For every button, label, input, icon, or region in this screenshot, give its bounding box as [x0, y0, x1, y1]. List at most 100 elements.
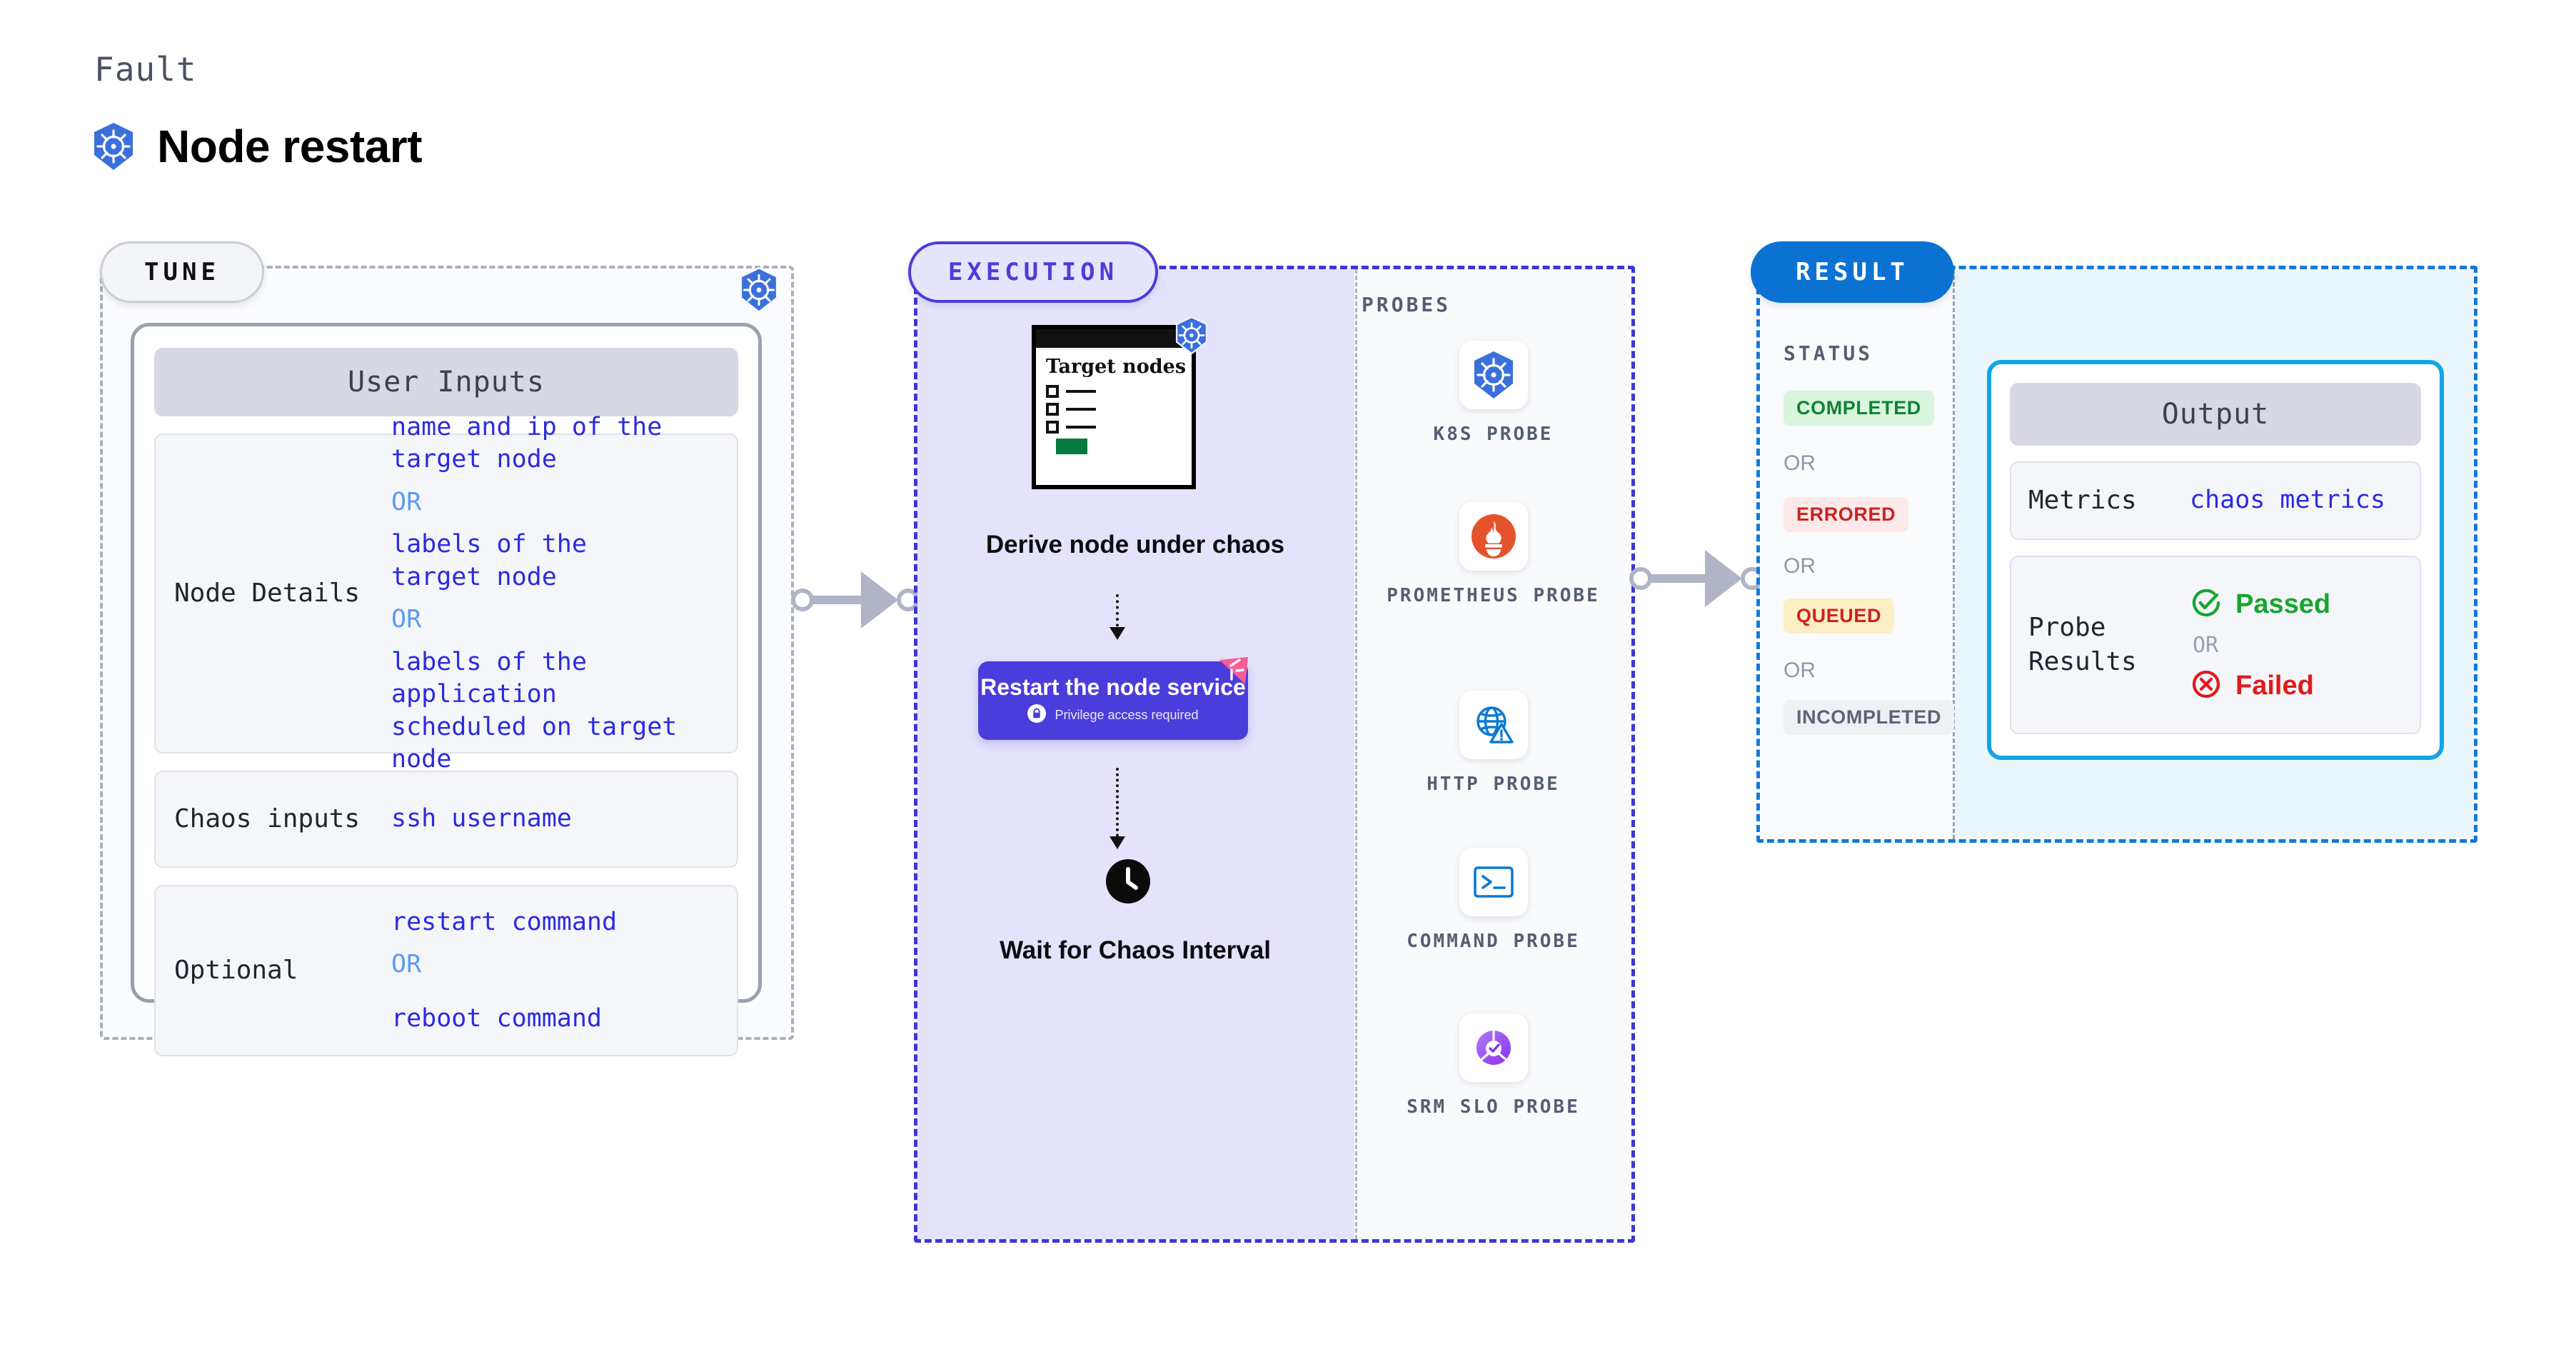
probe-label: SRM SLO PROBE	[1407, 1096, 1580, 1118]
connector-endpoint	[1629, 567, 1652, 590]
placeholder-line	[1066, 390, 1096, 394]
list-item	[1046, 385, 1192, 399]
optional-row: Optional restart command OR reboot comma…	[154, 885, 738, 1056]
value-text: labels of the target node	[391, 530, 587, 591]
terminal-icon	[1473, 866, 1514, 898]
probe-tile[interactable]	[1459, 848, 1528, 916]
probe-command[interactable]: COMMAND PROBE	[1355, 848, 1631, 954]
globe-warning-icon	[1476, 706, 1514, 743]
chaos-inputs-values: ssh username	[391, 803, 737, 836]
card-titlebar	[1036, 329, 1192, 348]
status-badge-completed: COMPLETED	[1783, 391, 1934, 426]
node-details-values: name and ip of the target node OR labels…	[391, 411, 737, 776]
chaos-inputs-key: Chaos inputs	[174, 803, 361, 833]
probes-label: PROBES	[1362, 293, 1451, 316]
probe-label: K8S PROBE	[1433, 424, 1554, 445]
execution-panel	[914, 266, 1635, 1243]
output-card: Output Metrics chaos metrics Probe Resul…	[1987, 360, 2444, 760]
status-badge-incompleted: INCOMPLETED	[1783, 700, 1955, 735]
kubernetes-icon	[1174, 316, 1209, 358]
probe-tile[interactable]	[1459, 341, 1528, 409]
list-item	[1046, 403, 1192, 416]
or-separator: OR	[1783, 554, 1816, 578]
or-separator: OR	[391, 605, 422, 634]
or-separator: OR	[391, 487, 422, 516]
node-details-key: Node Details	[174, 578, 361, 608]
page-title: Node restart	[157, 121, 423, 172]
user-inputs-card: User Inputs Node Details name and ip of …	[131, 323, 762, 1056]
probe-results-values: Passed OR Failed	[2190, 586, 2420, 704]
placeholder-line	[1066, 426, 1096, 429]
privilege-note: Privilege access required	[1027, 704, 1199, 726]
metrics-key: Metrics	[2028, 485, 2137, 515]
result-panel	[1756, 266, 2477, 843]
target-nodes-card: Target nodes	[1032, 325, 1196, 489]
or-separator: OR	[1783, 451, 1816, 475]
value-text: name and ip of the target node	[391, 412, 663, 474]
or-separator: OR	[1783, 659, 1816, 682]
metrics-row: Metrics chaos metrics	[2010, 461, 2421, 540]
check-circle-icon	[2190, 586, 2223, 623]
connector-tune-to-execution	[791, 571, 920, 629]
flow-arrow-icon	[1110, 768, 1125, 849]
placeholder-line	[1066, 408, 1096, 411]
probe-tile[interactable]	[1459, 1013, 1528, 1082]
execution-pill: EXECUTION	[908, 241, 1158, 303]
optional-values: restart command OR reboot command	[391, 906, 737, 1036]
probe-tile[interactable]	[1459, 691, 1528, 759]
status-badge-queued: QUEUED	[1783, 599, 1895, 634]
probe-result-passed: Passed	[2190, 586, 2413, 623]
optional-key: Optional	[174, 955, 298, 985]
metrics-values: chaos metrics	[2190, 484, 2420, 517]
probe-srm-slo[interactable]: SRM SLO PROBE	[1355, 1013, 1631, 1120]
connector-endpoint	[791, 589, 814, 611]
privilege-note-text: Privilege access required	[1055, 708, 1199, 723]
checkbox-icon	[1046, 403, 1059, 416]
x-circle-icon	[2190, 668, 2223, 704]
value-text: ssh username	[391, 804, 572, 833]
prometheus-icon	[1471, 514, 1516, 559]
value-text: chaos metrics	[2190, 486, 2385, 515]
value-text: restart command	[391, 907, 618, 936]
probe-label: COMMAND PROBE	[1407, 931, 1580, 952]
srm-slo-icon	[1476, 1031, 1511, 1065]
tune-pill: TUNE	[100, 241, 264, 303]
clock-icon	[1106, 859, 1150, 907]
status-label: STATUS	[1783, 341, 1873, 365]
checkbox-icon	[1046, 421, 1059, 434]
restart-step-title: Restart the node service	[980, 674, 1246, 700]
passed-label: Passed	[2235, 589, 2331, 619]
output-title: Output	[2010, 383, 2421, 446]
list-item	[1046, 421, 1192, 434]
wait-interval-caption: Wait for Chaos Interval	[1000, 936, 1271, 964]
kubernetes-icon	[91, 122, 136, 171]
probe-results-row: Probe Results Passed OR	[2010, 556, 2421, 734]
chaos-inputs-row: Chaos inputs ssh username	[154, 771, 738, 868]
probe-prometheus[interactable]: PROMETHEUS PROBE	[1355, 502, 1631, 609]
lock-icon	[1027, 704, 1047, 726]
or-separator: OR	[391, 950, 422, 979]
probe-result-failed: Failed	[2190, 668, 2413, 704]
user-inputs-title: User Inputs	[154, 348, 738, 416]
status-badge-errored: ERRORED	[1783, 497, 1909, 532]
connector-execution-to-result	[1629, 550, 1765, 607]
failed-label: Failed	[2235, 670, 2314, 701]
or-separator: OR	[2193, 632, 2219, 658]
probe-tile[interactable]	[1459, 502, 1528, 571]
target-nodes-title: Target nodes	[1046, 356, 1187, 378]
node-checkbox-list	[1046, 385, 1192, 455]
arrow-head-icon	[861, 571, 898, 629]
status-column	[1760, 269, 1955, 839]
node-details-row: Node Details name and ip of the target n…	[154, 413, 738, 773]
flow-arrow-icon	[1110, 594, 1125, 640]
result-pill: RESULT	[1751, 241, 1954, 303]
flag-ribbon-icon	[1209, 656, 1251, 692]
probe-http[interactable]: HTTP PROBE	[1355, 691, 1631, 797]
fault-title-group: Node restart	[91, 120, 423, 173]
probe-label: PROMETHEUS PROBE	[1387, 585, 1600, 606]
probe-label: HTTP PROBE	[1427, 773, 1560, 795]
selected-node-bar	[1056, 439, 1087, 455]
kubernetes-icon	[738, 266, 780, 316]
probe-k8s[interactable]: K8S PROBE	[1355, 341, 1631, 447]
